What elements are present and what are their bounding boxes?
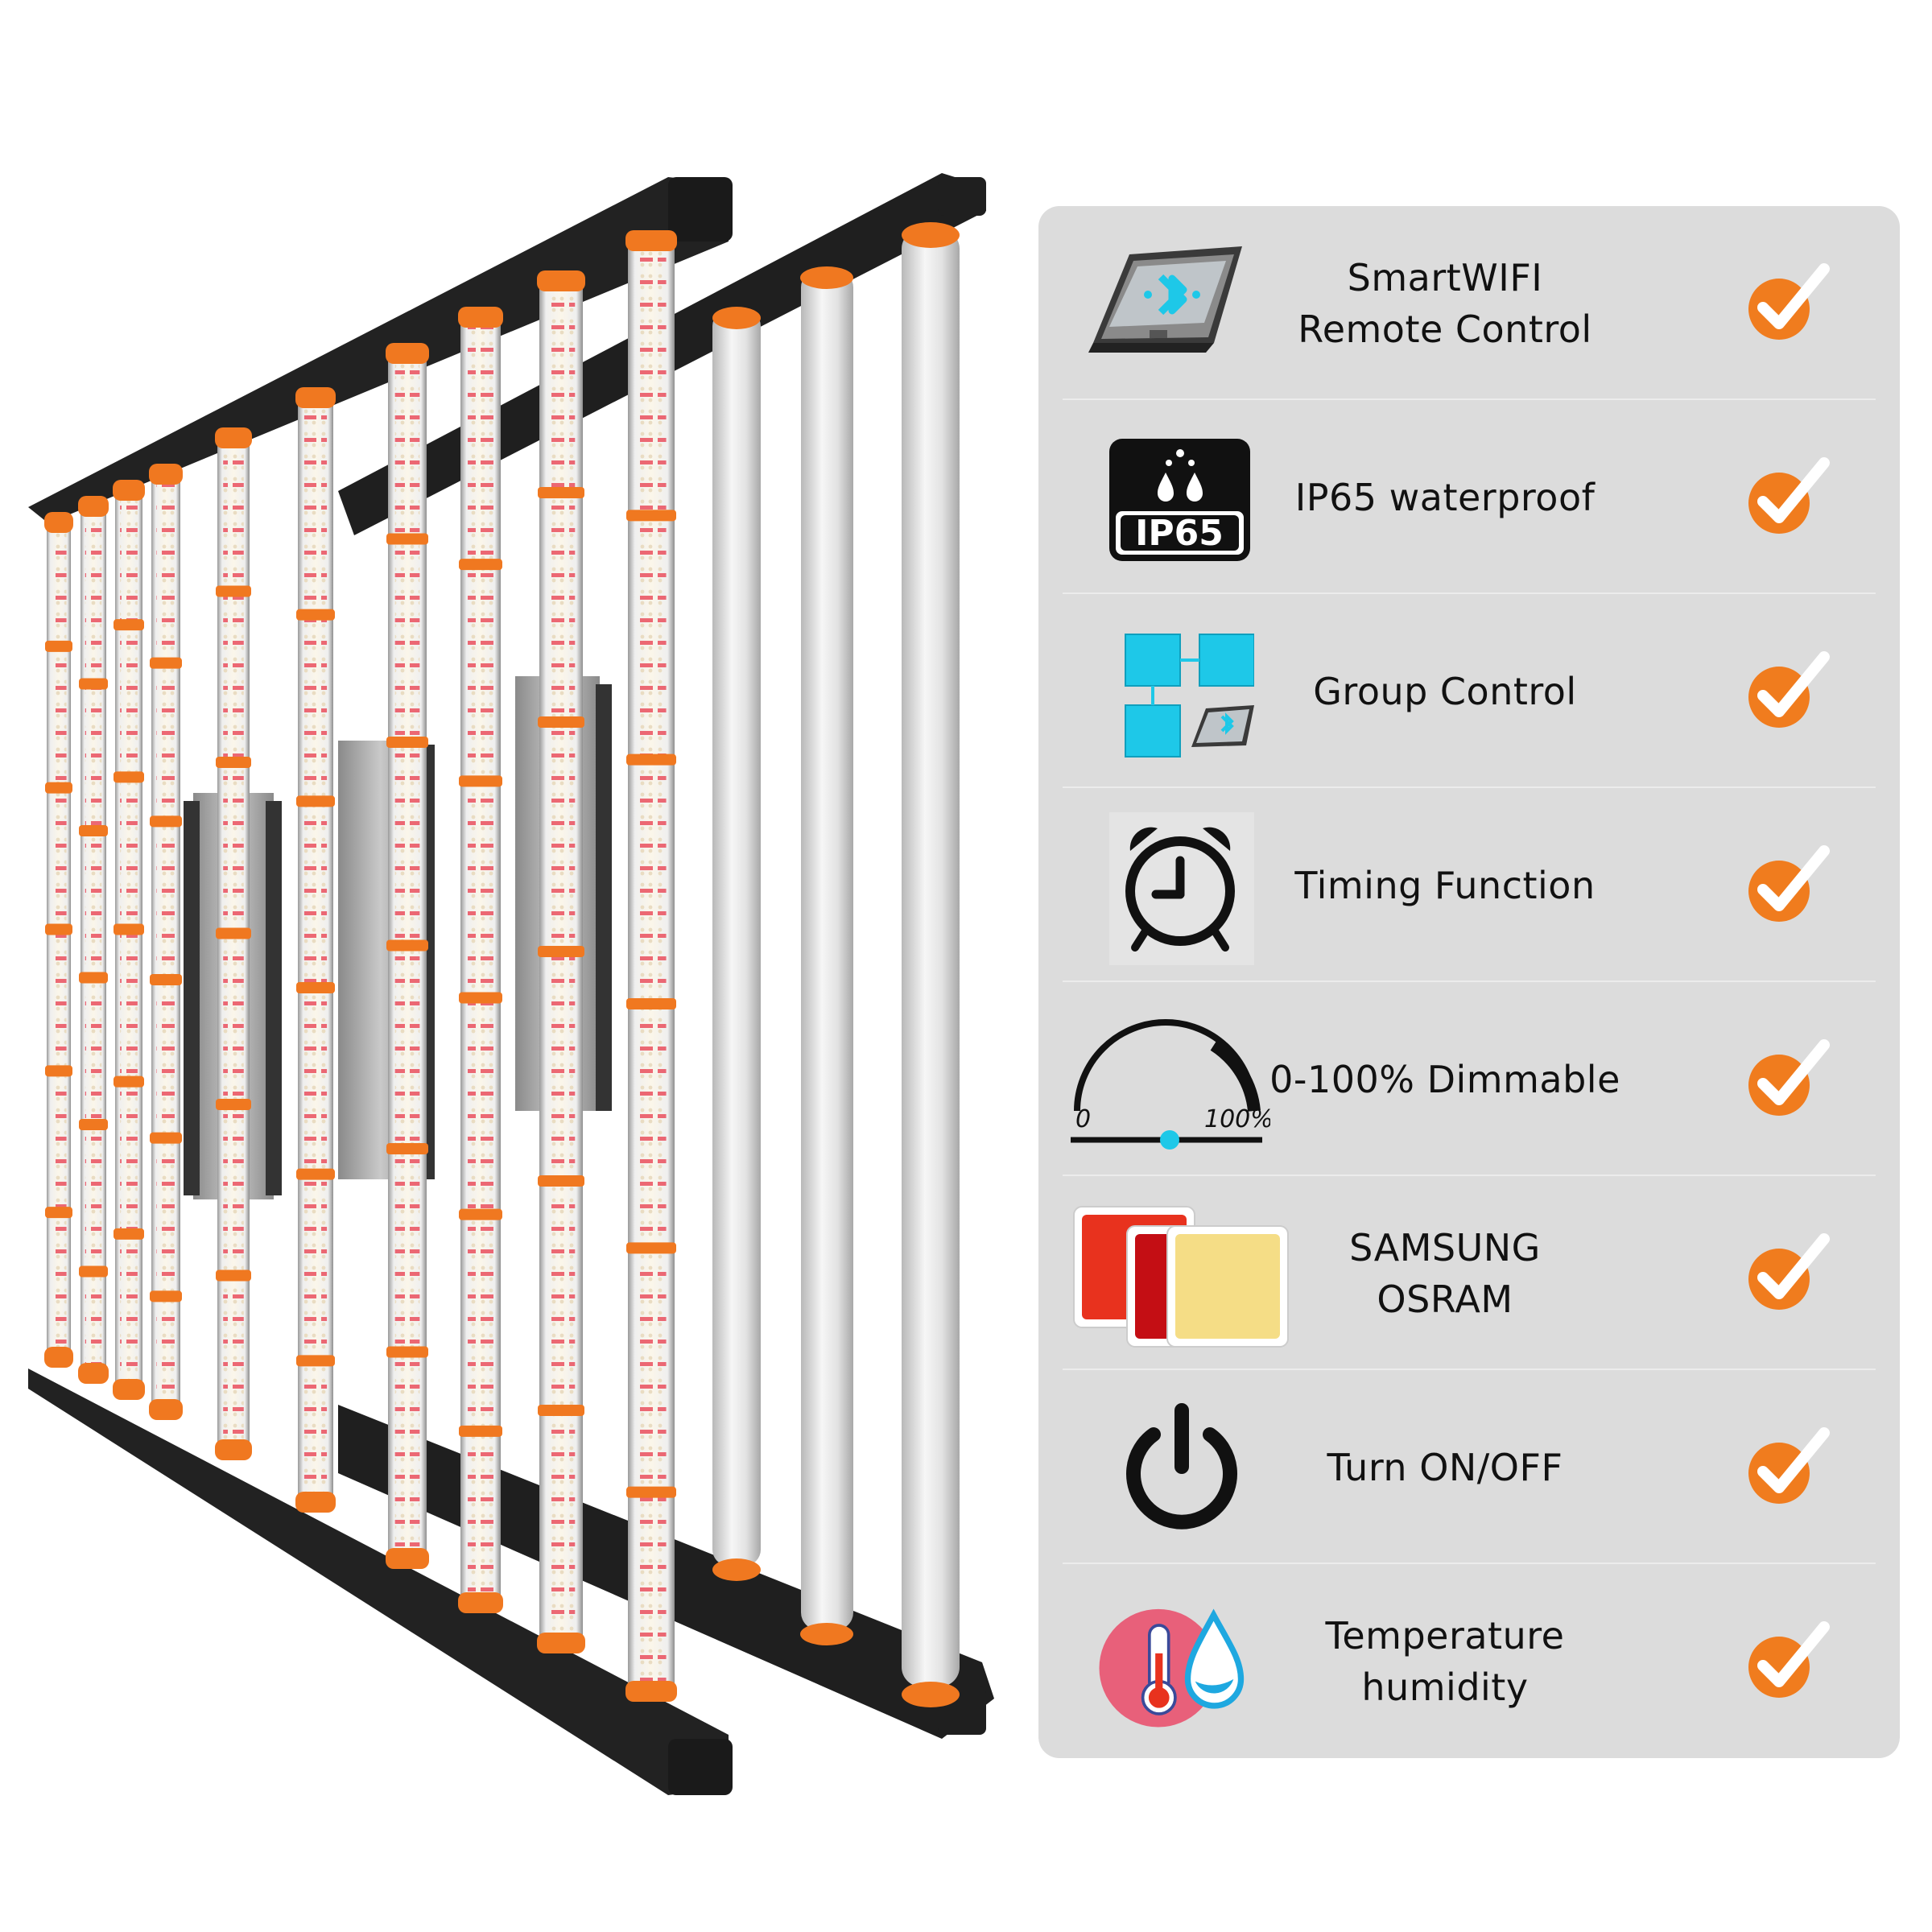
dimmer-max-label: 100%	[1204, 1105, 1270, 1133]
feature-row-power: Turn ON/OFF	[1063, 1370, 1876, 1564]
front-light-frame	[28, 177, 733, 1795]
check-icon	[1748, 263, 1830, 340]
feature-label: Temperature humidity	[1325, 1613, 1565, 1709]
check-icon	[1748, 651, 1830, 728]
dimmer-min-label: 0	[1075, 1105, 1091, 1133]
feature-label: SAMSUNG OSRAM	[1349, 1225, 1541, 1321]
ip65-waterproof-icon: IP65	[1109, 439, 1250, 561]
feature-row-temp-humidity: Temperature humidity	[1063, 1564, 1876, 1758]
check-icon	[1748, 1621, 1830, 1698]
check-icon	[1748, 457, 1830, 534]
alarm-clock-icon	[1109, 812, 1254, 965]
ip65-badge-text: IP65	[1135, 513, 1224, 554]
feature-row-smartwifi: SmartWIFI Remote Control	[1063, 206, 1876, 400]
feature-label: 0-100% Dimmable	[1269, 1057, 1620, 1101]
lit-led-bars	[44, 230, 677, 1702]
check-icon	[1748, 1039, 1830, 1116]
feature-row-samsung-osram: SAMSUNG OSRAM	[1063, 1176, 1876, 1370]
feature-label: Timing Function	[1294, 863, 1596, 907]
feature-row-group-control: Group Control	[1063, 594, 1876, 788]
feature-label: Group Control	[1313, 669, 1577, 713]
feature-label: SmartWIFI Remote Control	[1298, 255, 1592, 351]
led-grow-light-illustration	[28, 173, 994, 1795]
check-icon	[1748, 1427, 1830, 1504]
dimmer-gauge-icon: 0 100%	[1071, 1019, 1270, 1150]
feature-panel: SmartWIFI Remote Control IP65 IP65 water…	[1038, 206, 1900, 1758]
led-chips-icon	[1073, 1206, 1289, 1348]
power-icon	[1126, 1403, 1237, 1530]
check-icon	[1748, 845, 1830, 922]
feature-row-dimmable: 0 100% 0-100% Dimmable	[1063, 982, 1876, 1176]
feature-row-ip65: IP65 IP65 waterproof	[1063, 400, 1876, 594]
feature-label: IP65 waterproof	[1294, 475, 1596, 519]
group-control-icon	[1125, 634, 1254, 758]
feature-row-timing: Timing Function	[1063, 788, 1876, 982]
tablet-bluetooth-icon	[1088, 246, 1242, 353]
thermometer-droplet-icon	[1099, 1608, 1245, 1728]
feature-label: Turn ON/OFF	[1327, 1445, 1563, 1489]
check-icon	[1748, 1233, 1830, 1310]
